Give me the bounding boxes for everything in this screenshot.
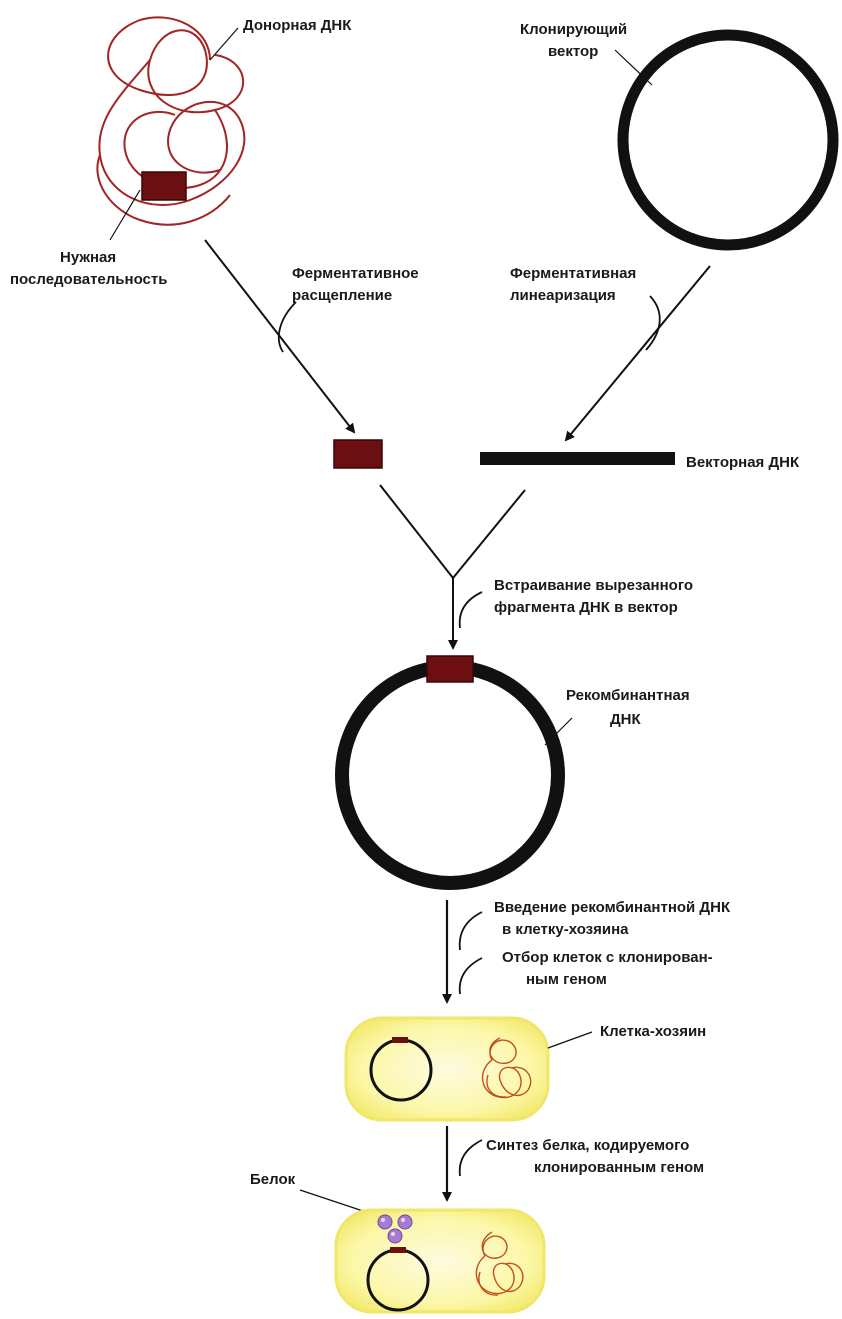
synthesis-label-2: клонированным геном [534, 1159, 704, 1176]
target-sequence-segment [141, 171, 187, 201]
merge-line-left [379, 484, 454, 579]
protein-label: Белок [250, 1171, 296, 1188]
recombinant-label-2: ДНК [610, 711, 642, 728]
introduction-hook [458, 911, 483, 951]
host-cell-1-chromosome [481, 1037, 532, 1099]
merge-line-right [452, 489, 526, 579]
recombinant-insert [426, 655, 474, 683]
donor-dna [96, 16, 246, 226]
linearization-hook [645, 295, 661, 351]
synthesis-label-1: Синтез белка, кодируемого [486, 1137, 689, 1154]
selection-label-2: ным геном [526, 971, 607, 988]
host-cell-leader [547, 1031, 593, 1049]
target-seq-label-2: последовательность [10, 271, 167, 288]
protein-molecule [377, 1214, 413, 1244]
recombinant-label-1: Рекомбинантная [566, 687, 690, 704]
host-cell-2 [334, 1208, 546, 1314]
target-seq-leader [109, 189, 141, 241]
linearization-label-1: Ферментативная [510, 265, 636, 282]
introduction-label-2: в клетку-хозяина [502, 921, 629, 938]
insertion-label-2: фрагмента ДНК в вектор [494, 599, 678, 616]
cloning-vector-ring [617, 29, 839, 251]
synthesis-hook [458, 1139, 483, 1177]
cloning-vector-leader [614, 49, 653, 86]
linearization-label-2: линеаризация [510, 287, 616, 304]
introduction-label-1: Введение рекомбинантной ДНК [494, 899, 731, 916]
host-cell-1 [344, 1016, 550, 1122]
insertion-hook [458, 591, 483, 629]
cloning-vector-label-2: вектор [548, 43, 598, 60]
donor-dna-label: Донорная ДНК [243, 17, 352, 34]
recombinant-leader [544, 717, 573, 746]
cloning-vector-label-1: Клонирующий [520, 21, 627, 38]
host-cell-2-plasmid-insert [390, 1247, 406, 1253]
cleavage-label-2: расщепление [292, 287, 392, 304]
vector-dna-label: Векторная ДНК [686, 454, 800, 471]
linear-vector [480, 452, 675, 465]
selection-hook [458, 957, 483, 995]
donor-dna-leader [209, 27, 239, 61]
host-cell-2-chromosome [475, 1231, 524, 1296]
selection-label-1: Отбор клеток с клонирован- [502, 949, 713, 966]
target-seq-label-1: Нужная [60, 249, 116, 266]
host-cell-label: Клетка-хозяин [600, 1023, 706, 1040]
host-cell-1-plasmid-insert [392, 1037, 408, 1043]
excised-fragment [333, 439, 383, 469]
insertion-label-1: Встраивание вырезанного [494, 577, 693, 594]
linearization-arrow [564, 265, 711, 442]
recombinant-dna-ring [335, 660, 565, 890]
cleavage-hook [277, 301, 297, 353]
cleavage-label-1: Ферментативное [292, 265, 419, 282]
